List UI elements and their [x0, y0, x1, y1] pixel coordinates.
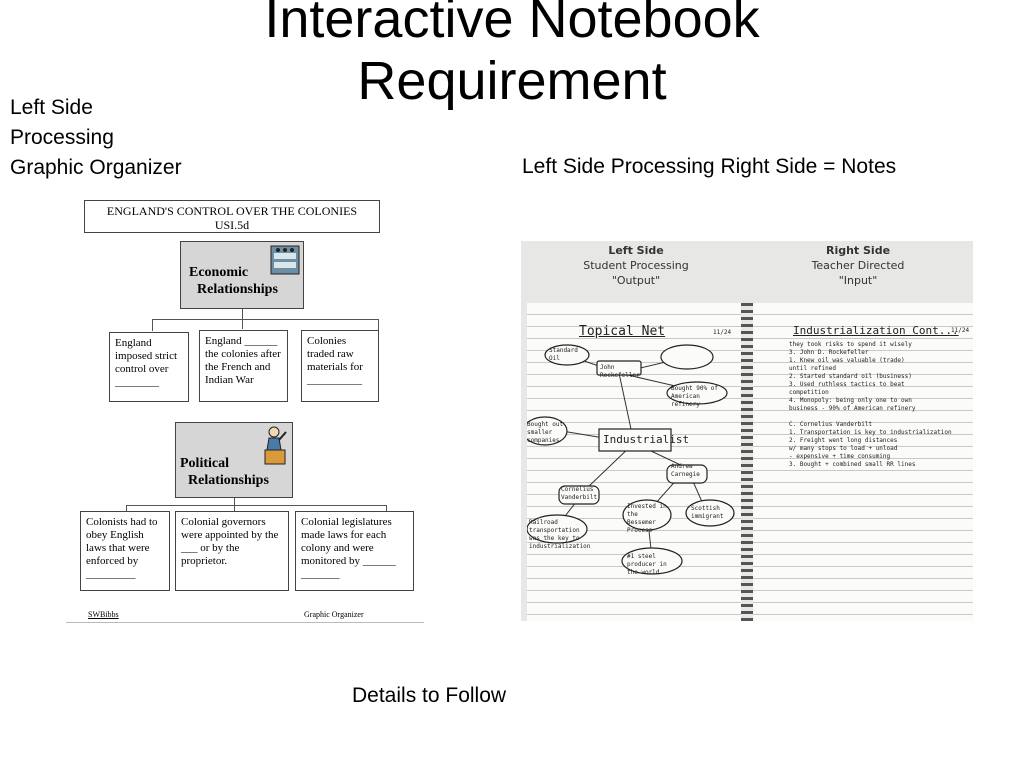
- note-line: 1. Transportation is key to industrializ…: [789, 429, 952, 436]
- organizer-footer-right: Graphic Organizer: [304, 610, 364, 619]
- money-icon: [270, 245, 300, 275]
- notebook-spiral: [741, 303, 753, 621]
- note-line: 4. Monopoly: being only one to own: [789, 397, 912, 404]
- left-page-date: 11/24: [713, 329, 732, 336]
- node-carnegie: Andrew Carnegie: [671, 463, 700, 478]
- node-railroad: Railroad transportation was the key to i…: [529, 519, 591, 550]
- right-side-heading: Right Side Teacher Directed "Input": [783, 243, 933, 288]
- note-line: 2. Freight went long distances: [789, 437, 898, 444]
- graphic-organizer: ENGLAND'S CONTROL OVER THE COLONIES USI.…: [66, 197, 424, 625]
- node-standard-oil: Standard Oil: [549, 347, 578, 362]
- left-label-line2: Processing: [10, 126, 114, 149]
- political-relationships-box: Political Relationships: [175, 422, 293, 498]
- pol-box-1: Colonists had to obey English laws that …: [80, 511, 170, 591]
- left-head-2: Student Processing: [583, 259, 689, 272]
- speaker-podium-icon: [264, 426, 287, 465]
- note-line: 1. Knew oil was valuable (trade): [789, 357, 905, 364]
- economic-label: Economic: [189, 265, 249, 280]
- notebook-left-page: Topical Net 11/24: [527, 303, 741, 621]
- left-side-heading: Left Side Student Processing "Output": [561, 243, 711, 288]
- notebook-right-page: Industrialization Cont... 11/24 they too…: [753, 303, 973, 621]
- left-head-3: "Output": [611, 274, 661, 287]
- right-head-1: Right Side: [825, 244, 891, 257]
- node-scottish: Scottish immigrant: [691, 505, 724, 520]
- notes-title: Industrialization Cont...: [793, 324, 959, 337]
- node-vanderbilt: Cornelius Vanderbilt: [561, 486, 598, 501]
- pol-box-3: Colonial legislatures made laws for each…: [295, 511, 414, 591]
- political-label: Political: [180, 456, 229, 471]
- note-line: - expensive + time consuming: [789, 453, 891, 460]
- note-line: C. Cornelius Vanderbilt: [789, 421, 873, 428]
- economic-relationships-box: Economic Relationships: [180, 241, 304, 309]
- organizer-title: ENGLAND'S CONTROL OVER THE COLONIES USI.…: [84, 200, 380, 233]
- details-to-follow: Details to Follow: [352, 684, 507, 707]
- note-line: 3. John D. Rockefeller: [789, 349, 869, 356]
- slide-title-line1: Interactive Notebook: [264, 0, 760, 49]
- organizer-footer-left: SWBibbs: [88, 610, 119, 619]
- note-line: 3. Used ruthless tactics to beat: [789, 381, 905, 388]
- left-side-label: Left Side Processing Graphic Organizer: [10, 93, 182, 183]
- left-label-line3: Graphic Organizer: [10, 156, 182, 179]
- topical-net-title: Topical Net: [579, 324, 666, 339]
- econ-box-1: England imposed strict control over ____…: [109, 332, 189, 402]
- left-label-line1: Left Side: [10, 96, 93, 119]
- topical-net-connectors: [527, 344, 735, 575]
- economic-relationships-label: Relationships: [197, 282, 278, 297]
- right-head-2: Teacher Directed: [811, 259, 905, 272]
- note-line: they took risks to spend it wisely: [789, 341, 912, 348]
- note-line: 3. Bought + combined small RR lines: [789, 461, 916, 468]
- organizer-title-line1: ENGLAND'S CONTROL OVER THE COLONIES: [106, 204, 358, 218]
- pol-box-2: Colonial governors were appointed by the…: [175, 511, 289, 591]
- slide-title-line2: Requirement: [357, 51, 667, 111]
- left-head-1: Left Side: [608, 244, 664, 257]
- note-line: competition: [789, 389, 829, 396]
- note-line: until refined: [789, 365, 836, 372]
- econ-box-2: England ______ the colonies after the Fr…: [199, 330, 288, 402]
- econ-box-3: Colonies traded raw materials for ______…: [301, 330, 379, 402]
- right-page-date: 11/24: [951, 327, 970, 334]
- right-head-3: "Input": [838, 274, 878, 287]
- note-line: 2. Started standard oil (business): [789, 373, 912, 380]
- node-steel: #1 steel producer in the world: [627, 553, 667, 576]
- notes-list: they took risks to spend it wisely 3. Jo…: [789, 341, 969, 469]
- node-refinery: Bought 90% of American refinery: [671, 385, 718, 408]
- note-line: business - 90% of American refinery: [789, 405, 916, 412]
- right-caption: Left Side Processing Right Side = Notes: [522, 155, 897, 178]
- node-smaller-companies: Bought out smaller companies: [527, 421, 564, 444]
- notebook-photo: Left Side Student Processing "Output" Ri…: [521, 241, 973, 621]
- node-bessemer: Invested in the Bessemer Process: [627, 503, 667, 534]
- organizer-title-line2: USI.5d: [214, 218, 250, 232]
- note-line: w/ many stops to load + unload: [789, 445, 898, 452]
- node-rockefeller: John Rockefeller: [600, 364, 640, 379]
- slide-title: Interactive Notebook Requirement: [0, 0, 1024, 112]
- center-node: Industrialist: [603, 433, 690, 446]
- political-relationships-label: Relationships: [188, 473, 269, 488]
